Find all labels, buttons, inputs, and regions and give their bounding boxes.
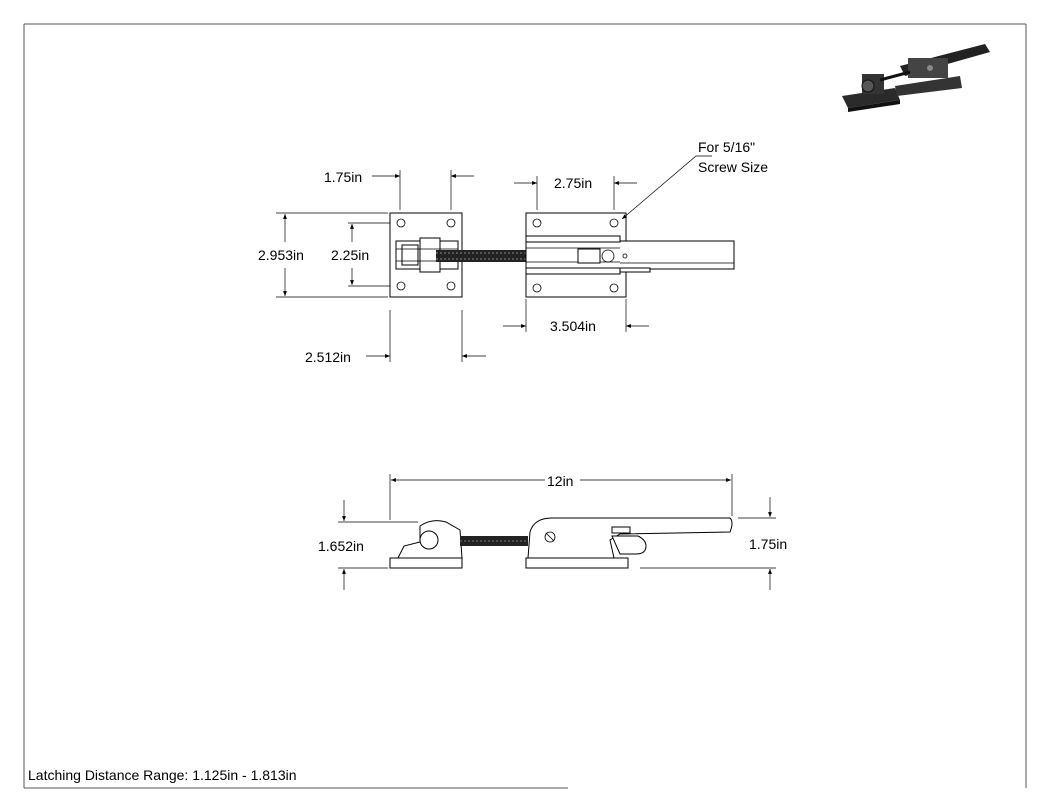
latch-body-side bbox=[525, 517, 733, 569]
dim-height-outer: 2.953in bbox=[258, 212, 388, 298]
dim-height-left: 1.652in bbox=[318, 500, 418, 590]
dim-height-inner: 2.25in bbox=[331, 222, 390, 287]
dim-height-inner-label: 2.25in bbox=[331, 247, 369, 263]
latching-range-note: Latching Distance Range: 1.125in - 1.813… bbox=[28, 767, 297, 783]
screw-note: For 5/16" Screw Size bbox=[621, 139, 768, 220]
base-block-side bbox=[389, 520, 463, 569]
latch-plate-top bbox=[525, 212, 735, 298]
dim-base-width: 1.75in bbox=[324, 169, 474, 210]
dim-height-left-label: 1.652in bbox=[318, 538, 364, 554]
dim-latch-width-label: 2.75in bbox=[554, 175, 592, 191]
sheet-border bbox=[23, 23, 1027, 789]
threaded-rod-top bbox=[436, 250, 530, 262]
side-view: 12in 1.652in 1.75in bbox=[318, 473, 787, 590]
dim-height-outer-label: 2.953in bbox=[258, 247, 304, 263]
dim-base-overall: 2.512in bbox=[305, 310, 486, 365]
dim-height-right: 1.75in bbox=[640, 497, 787, 590]
dim-base-overall-label: 2.512in bbox=[305, 349, 351, 365]
isometric-thumbnail bbox=[842, 44, 990, 112]
threaded-rod-side bbox=[460, 536, 528, 546]
dim-hole-span-label: 3.504in bbox=[550, 318, 596, 334]
dim-height-right-label: 1.75in bbox=[749, 536, 787, 552]
screw-note-line2: Screw Size bbox=[698, 159, 768, 175]
dim-overall-length: 12in bbox=[389, 473, 733, 520]
dim-overall-length-label: 12in bbox=[547, 473, 573, 489]
dim-base-width-label: 1.75in bbox=[324, 169, 362, 185]
dim-hole-span: 3.504in bbox=[503, 299, 649, 334]
screw-note-line1: For 5/16" bbox=[698, 139, 755, 155]
top-view: 1.75in 2.75in For 5/16" Screw Size 2.953… bbox=[258, 139, 768, 365]
dim-latch-width: 2.75in bbox=[514, 175, 637, 210]
